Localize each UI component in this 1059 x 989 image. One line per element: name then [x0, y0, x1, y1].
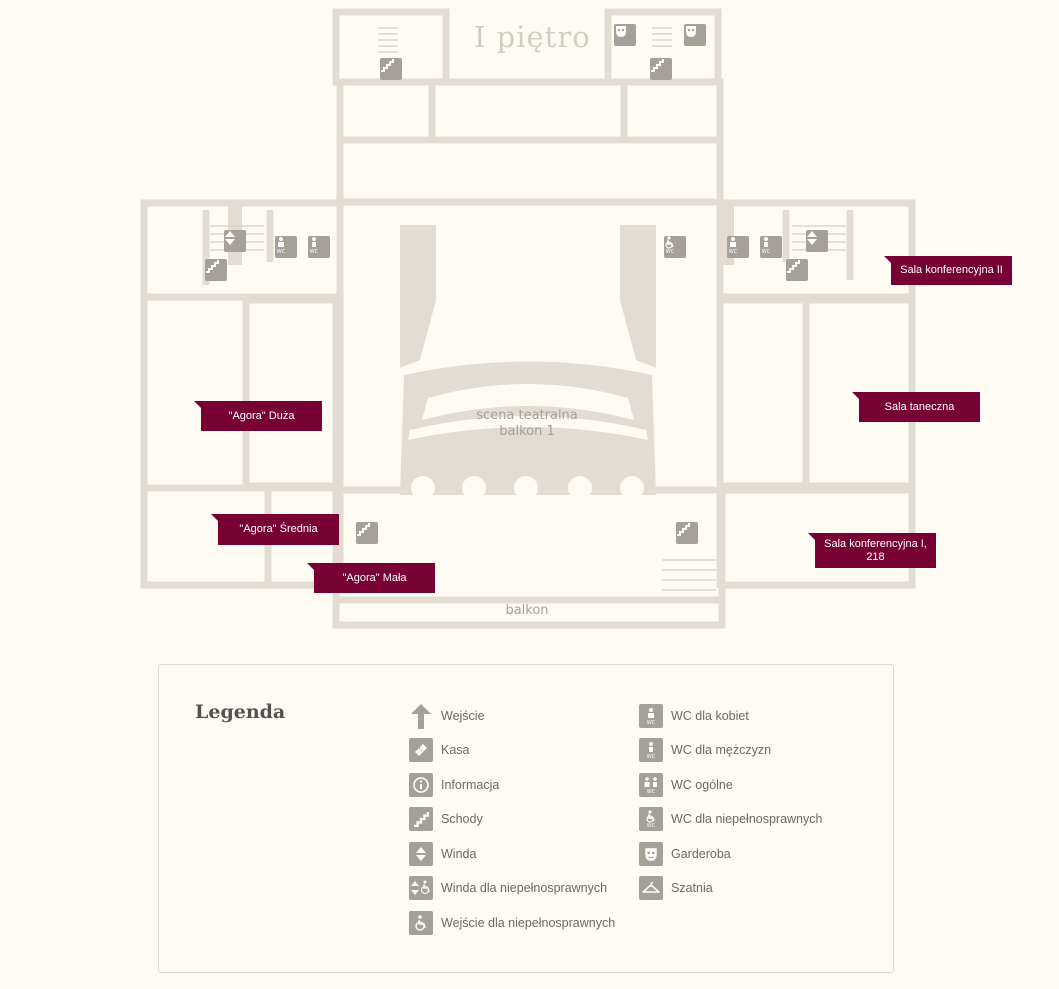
- legend-item-wc-kobiet: WC WC dla kobiet: [639, 703, 749, 729]
- svg-text:WC: WC: [647, 823, 656, 829]
- legend-label: Informacja: [441, 778, 500, 792]
- svg-text:WC: WC: [647, 720, 656, 726]
- stairs-icon[interactable]: [650, 58, 672, 80]
- room-label: Sala konferencyjna II: [900, 264, 1003, 276]
- arrow-up-icon: [409, 704, 433, 729]
- legend-item-garderoba: Garderoba: [639, 841, 731, 867]
- stage-label-line2: balkon 1: [499, 424, 555, 439]
- legend-label: WC dla niepełnosprawnych: [671, 812, 823, 826]
- stairs-icon[interactable]: [205, 259, 227, 281]
- legend-label: WC dla mężczyzn: [671, 743, 772, 757]
- wc-men-icon: WC: [639, 738, 663, 762]
- theater-mask-icon[interactable]: [684, 24, 706, 46]
- hanger-icon: [639, 876, 663, 900]
- legend-panel: Legenda Wejście Kasa Informacja Schody W…: [158, 664, 894, 973]
- legend-label: Kasa: [441, 743, 470, 757]
- info-icon: [409, 773, 433, 797]
- wc-men-icon[interactable]: WC: [308, 236, 330, 258]
- legend-label: Winda dla niepełnosprawnych: [441, 881, 608, 895]
- room-label: "Agora" Mała: [342, 571, 407, 584]
- svg-text:WC: WC: [277, 249, 286, 254]
- theater-mask-icon: [639, 842, 663, 866]
- legend-title: Legenda: [195, 701, 286, 723]
- accessible-elevator-icon: [409, 876, 433, 900]
- stairs-icon[interactable]: [380, 58, 402, 80]
- legend-item-winda-niepelnosprawnych: Winda dla niepełnosprawnych: [409, 875, 607, 901]
- room-label-line1: Sala konferencyjna I,: [824, 537, 927, 550]
- elevator-icon[interactable]: [224, 230, 246, 252]
- wc-accessible-icon[interactable]: WC: [664, 236, 686, 258]
- room-agora-duza[interactable]: "Agora" Duża: [194, 401, 322, 431]
- legend-item-kasa: Kasa: [409, 737, 470, 763]
- ticket-icon: [409, 738, 433, 762]
- stairs-icon[interactable]: [786, 259, 808, 281]
- legend-label: Wejście: [441, 709, 485, 723]
- stairs-icon[interactable]: [676, 522, 698, 544]
- accessible-entrance-icon: [409, 911, 433, 935]
- room-label: "Agora" Średnia: [239, 523, 318, 535]
- wc-women-icon[interactable]: WC: [275, 236, 297, 258]
- room-label: "Agora" Duża: [228, 409, 295, 422]
- svg-text:WC: WC: [666, 249, 675, 254]
- wc-women-icon[interactable]: WC: [727, 236, 749, 258]
- stairs-icon: [409, 807, 433, 831]
- legend-item-schody: Schody: [409, 806, 483, 832]
- legend-item-wc-ogolne: WC WC ogólne: [639, 772, 733, 798]
- room-agora-mala[interactable]: "Agora" Mała: [307, 563, 435, 593]
- legend-label: WC ogólne: [671, 778, 733, 792]
- wc-accessible-icon: WC: [639, 807, 663, 831]
- legend-label: Winda: [441, 847, 477, 861]
- legend-label: Szatnia: [671, 881, 713, 895]
- wc-general-icon: WC: [639, 773, 663, 797]
- legend-label: Schody: [441, 812, 483, 826]
- legend-label: WC dla kobiet: [671, 709, 749, 723]
- legend-label: Garderoba: [671, 847, 731, 861]
- legend-item-wc-mezczyzn: WC WC dla mężczyzn: [639, 737, 771, 763]
- room-label: Sala taneczna: [884, 400, 955, 413]
- legend-item-wejscie: Wejście: [409, 703, 485, 729]
- theater-mask-icon[interactable]: [614, 24, 636, 46]
- svg-text:WC: WC: [729, 249, 738, 254]
- legend-item-wc-niepelnosprawnych: WC WC dla niepełnosprawnych: [639, 806, 822, 832]
- legend-item-informacja: Informacja: [409, 772, 499, 798]
- legend-item-szatnia: Szatnia: [639, 875, 713, 901]
- floor-plan-walls: [140, 8, 916, 629]
- room-agora-srednia[interactable]: "Agora" Średnia: [211, 514, 339, 545]
- room-sala-konferencyjna-1[interactable]: Sala konferencyjna I, 218: [808, 533, 936, 568]
- legend-item-winda: Winda: [409, 841, 476, 867]
- elevator-icon[interactable]: [806, 230, 828, 252]
- wc-women-icon: WC: [639, 704, 663, 728]
- legend-item-wejscie-niepelnosprawnych: Wejście dla niepełnosprawnych: [409, 910, 615, 936]
- wc-men-icon[interactable]: WC: [760, 236, 782, 258]
- floor-title: I piętro: [474, 20, 591, 54]
- svg-text:WC: WC: [647, 754, 656, 760]
- room-sala-konferencyjna-2[interactable]: Sala konferencyjna II: [884, 256, 1012, 285]
- room-label-line2: 218: [866, 550, 885, 563]
- svg-text:WC: WC: [310, 249, 319, 254]
- stage-label: scena teatralna balkon 1: [458, 408, 596, 440]
- svg-text:WC: WC: [647, 789, 656, 795]
- room-sala-taneczna[interactable]: Sala taneczna: [852, 392, 980, 422]
- balkon-label: balkon: [505, 603, 549, 618]
- legend-label: Wejście dla niepełnosprawnych: [441, 916, 616, 930]
- svg-text:WC: WC: [762, 249, 771, 254]
- stage-label-line1: scena teatralna: [476, 408, 578, 423]
- elevator-icon: [409, 842, 433, 866]
- floor-plan-map: I piętro scena teatralna balkon 1 balkon…: [140, 8, 1012, 629]
- stairs-icon[interactable]: [356, 522, 378, 544]
